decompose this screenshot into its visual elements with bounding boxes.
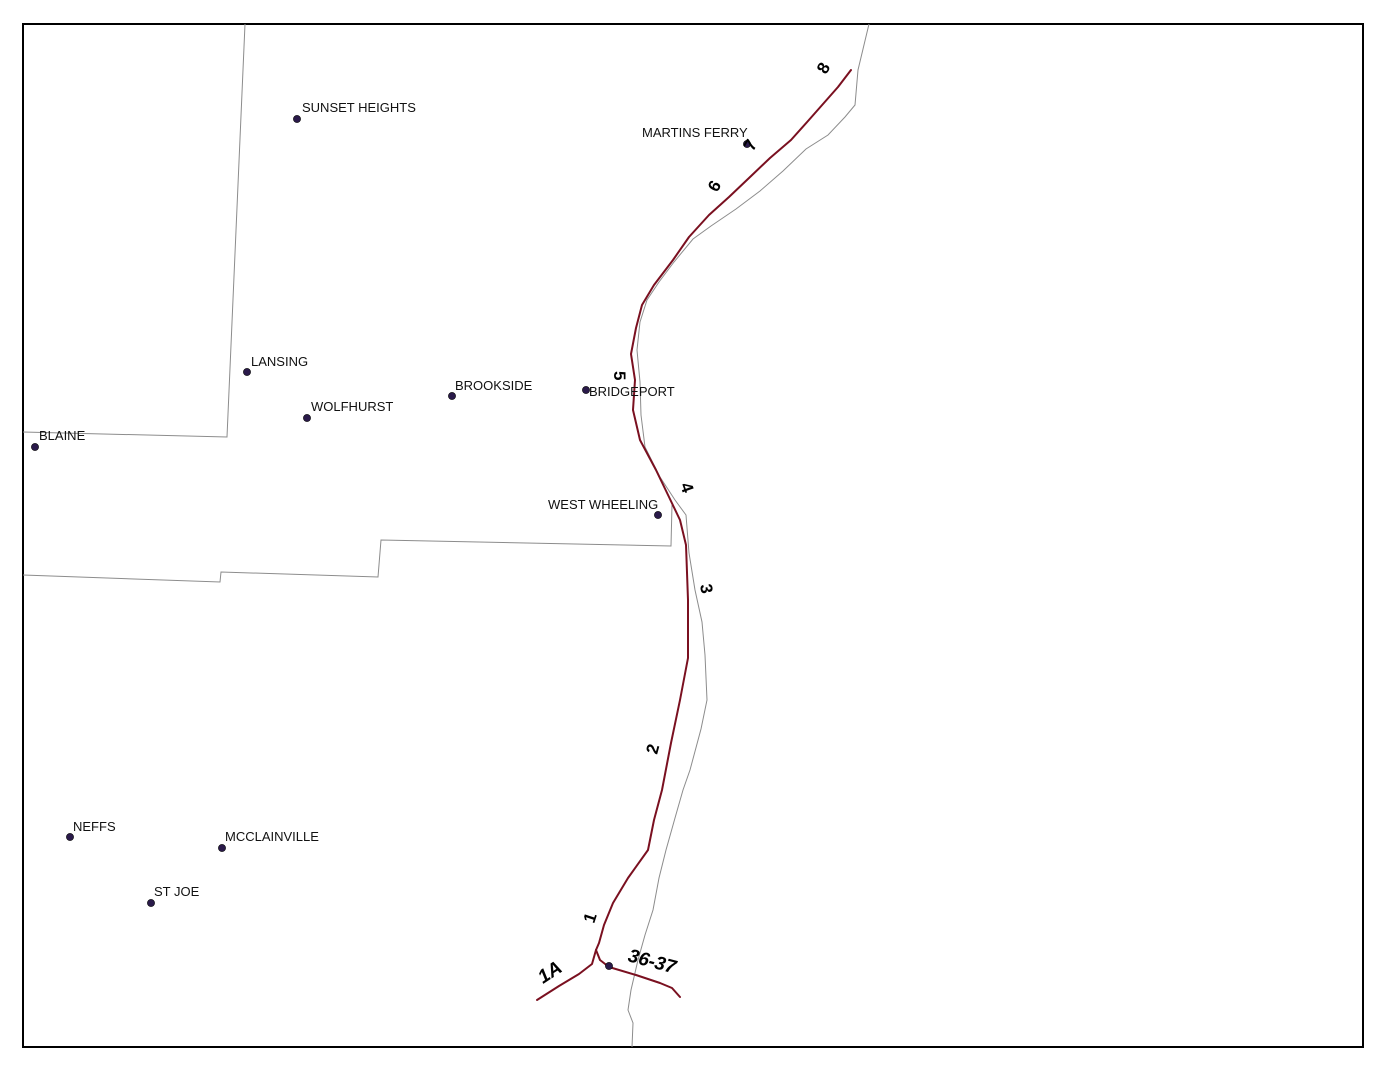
route-ramp-1a <box>536 949 597 1001</box>
place-dot <box>147 899 155 907</box>
place-mcclainville[interactable]: MCCLAINVILLE <box>218 829 319 852</box>
place-st-joe[interactable]: ST JOE <box>147 884 200 907</box>
place-dot <box>582 386 590 394</box>
place-dot <box>243 368 251 376</box>
boundary-west-vertical <box>22 23 246 438</box>
map-frame <box>22 23 1364 1048</box>
route-mainline <box>595 69 852 951</box>
place-dot <box>605 962 613 970</box>
place-dot <box>66 833 74 841</box>
place-dot <box>218 844 226 852</box>
place-dot <box>448 392 456 400</box>
place-label: BROOKSIDE <box>455 378 533 393</box>
place-dot <box>743 140 751 148</box>
place-lansing[interactable]: LANSING <box>243 354 308 376</box>
place-label: MARTINS FERRY <box>642 125 748 140</box>
place-neffs[interactable]: NEFFS <box>66 819 116 841</box>
places: SUNSET HEIGHTS MARTINS FERRY LANSING BRO… <box>31 100 751 970</box>
place-label: WEST WHEELING <box>548 497 658 512</box>
mile-marker-5: 5 <box>610 371 629 380</box>
place-brookside[interactable]: BROOKSIDE <box>448 378 533 400</box>
place-dot <box>31 443 39 451</box>
place-blaine[interactable]: BLAINE <box>31 428 86 451</box>
place-label: ST JOE <box>154 884 200 899</box>
place-interchange[interactable] <box>605 962 613 970</box>
place-dot <box>293 115 301 123</box>
mile-marker-3: 3 <box>696 582 716 595</box>
place-label: BRIDGEPORT <box>589 384 675 399</box>
place-dot <box>654 511 662 519</box>
route-ramp-36-37 <box>595 949 681 998</box>
place-label: MCCLAINVILLE <box>225 829 319 844</box>
place-dot <box>303 414 311 422</box>
place-label: SUNSET HEIGHTS <box>302 100 416 115</box>
place-sunset-heights[interactable]: SUNSET HEIGHTS <box>293 100 416 123</box>
place-west-wheeling[interactable]: WEST WHEELING <box>548 497 662 519</box>
place-label: NEFFS <box>73 819 116 834</box>
place-wolfhurst[interactable]: WOLFHURST <box>303 399 393 422</box>
place-label: BLAINE <box>39 428 86 443</box>
boundary-county-south <box>22 504 673 583</box>
boundaries <box>22 23 870 1048</box>
place-label: WOLFHURST <box>311 399 393 414</box>
boundary-river <box>627 23 870 1048</box>
highway-route <box>536 69 852 1001</box>
place-martins-ferry[interactable]: MARTINS FERRY <box>642 125 751 148</box>
place-bridgeport[interactable]: BRIDGEPORT <box>582 384 675 399</box>
place-label: LANSING <box>251 354 308 369</box>
